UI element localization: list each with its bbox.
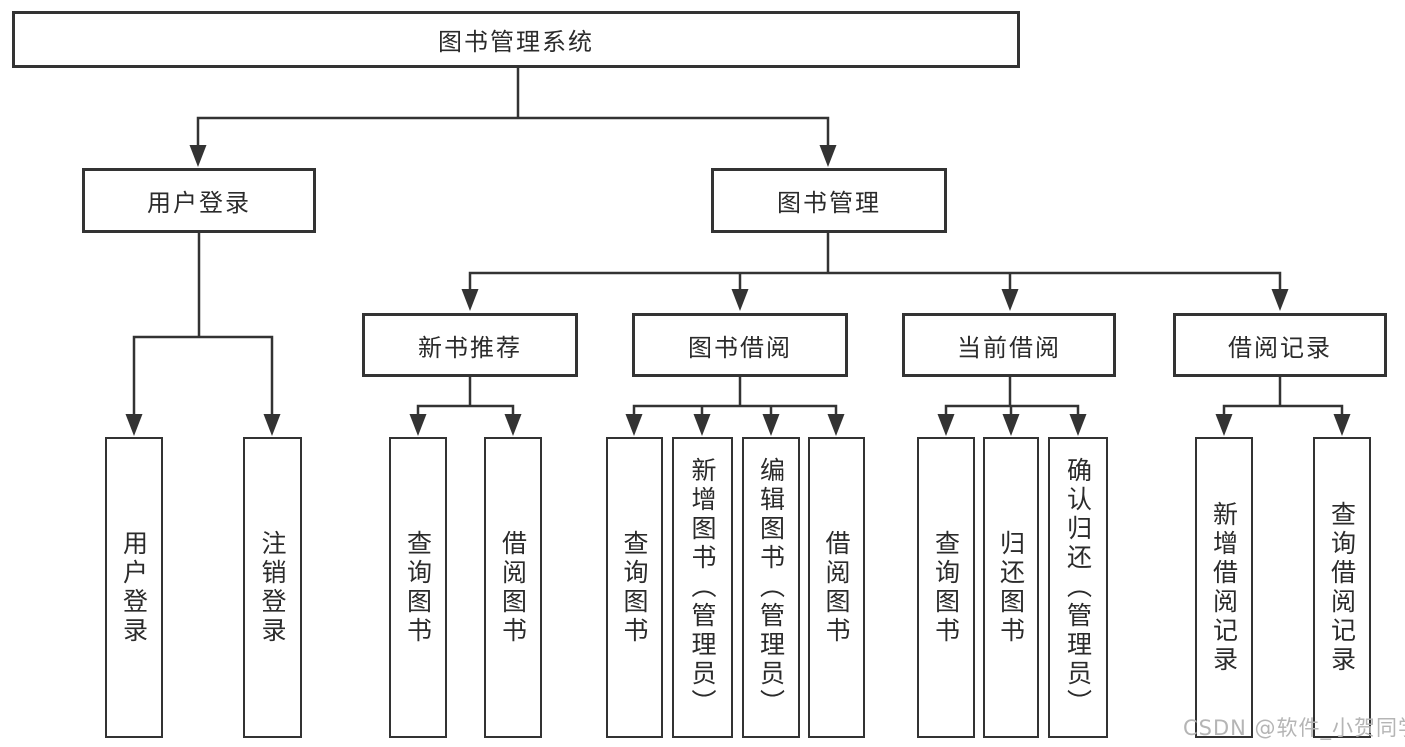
node-current-borrowing: 当前借阅: [902, 313, 1116, 377]
leaf-label: 编辑图书（管理员）: [756, 457, 786, 718]
leaf-label: 用户登录: [119, 529, 149, 646]
leaf-records-add-record: 新增借阅记录: [1195, 437, 1253, 738]
leaf-borrowing-add-book-admin: 新增图书（管理员）: [672, 437, 733, 738]
leaf-borrowing-query-book: 查询图书: [606, 437, 663, 738]
leaf-current-confirm-return-admin: 确认归还（管理员）: [1048, 437, 1108, 738]
leaf-label: 归还图书: [996, 529, 1026, 646]
leaf-borrowing-edit-book-admin: 编辑图书（管理员）: [742, 437, 800, 738]
node-label: 图书借阅: [688, 333, 792, 362]
node-label: 借阅记录: [1228, 333, 1332, 362]
leaf-label: 查询图书: [931, 529, 961, 646]
node-root-system: 图书管理系统: [12, 11, 1020, 68]
leaf-borrowing-borrow-book: 借阅图书: [808, 437, 865, 738]
leaf-label: 新增借阅记录: [1209, 500, 1239, 675]
csdn-watermark: CSDN @软件_小贺同学: [1183, 716, 1405, 740]
leaf-logout: 注销登录: [243, 437, 302, 738]
leaf-label: 注销登录: [258, 529, 287, 646]
leaf-label: 查询图书: [620, 529, 649, 646]
leaf-current-query-book: 查询图书: [917, 437, 975, 738]
node-label: 图书管理系统: [438, 28, 594, 56]
node-user-login: 用户登录: [82, 168, 316, 233]
node-book-management: 图书管理: [711, 168, 947, 233]
node-label: 当前借阅: [957, 333, 1061, 362]
leaf-label: 借阅图书: [822, 529, 851, 646]
leaf-user-login: 用户登录: [105, 437, 163, 738]
leaf-label: 查询借阅记录: [1327, 500, 1357, 675]
leaf-records-query-record: 查询借阅记录: [1313, 437, 1371, 738]
leaf-newbooks-query-book: 查询图书: [389, 437, 447, 738]
node-label: 新书推荐: [418, 333, 522, 362]
node-book-borrowing: 图书借阅: [632, 313, 848, 377]
node-borrow-records: 借阅记录: [1173, 313, 1387, 377]
leaf-label: 新增图书（管理员）: [688, 457, 717, 718]
leaf-current-return-book: 归还图书: [983, 437, 1039, 738]
leaf-label: 查询图书: [403, 529, 433, 646]
leaf-label: 确认归还（管理员）: [1063, 457, 1093, 718]
leaf-newbooks-borrow-book: 借阅图书: [484, 437, 542, 738]
node-new-book-recommend: 新书推荐: [362, 313, 578, 377]
node-label: 用户登录: [147, 189, 251, 217]
node-label: 图书管理: [777, 189, 881, 217]
leaf-label: 借阅图书: [498, 529, 528, 646]
